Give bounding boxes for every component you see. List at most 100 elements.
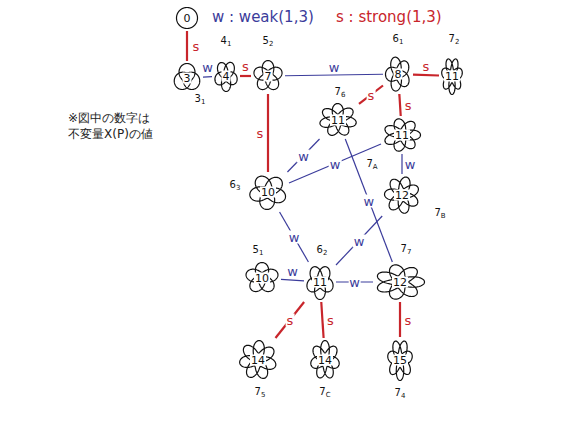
knot-curve — [385, 177, 419, 213]
knot-node: 441 — [213, 59, 239, 93]
knot-node: 331 — [172, 62, 202, 94]
relation-line — [267, 94, 269, 172]
knot-curve — [442, 59, 463, 95]
relation-line — [401, 154, 402, 174]
invariant-value: 11 — [330, 115, 346, 126]
knot-name: 31 — [195, 94, 206, 106]
legend-text: s : strong(1,3) — [336, 8, 442, 26]
knot-node: 1176 — [318, 102, 358, 138]
knot-name: 77 — [401, 244, 412, 256]
relation-label: w — [353, 234, 366, 247]
relation-label: w — [286, 265, 299, 278]
legend-text: w : weak(1,3) — [212, 8, 314, 26]
knot-name: 52 — [263, 36, 274, 48]
invariant-value: 11 — [444, 71, 460, 82]
relation-label: s — [404, 99, 413, 112]
legend-entry: w : weak(1,3) — [212, 10, 314, 25]
knot-curve — [246, 263, 278, 292]
relation-label: w — [201, 60, 214, 73]
relation-line — [281, 279, 304, 281]
relation-label: w — [329, 157, 342, 170]
invariant-value: 10 — [260, 187, 276, 198]
relation-line — [413, 73, 439, 76]
knot-name: 51 — [253, 245, 264, 257]
knot-name: 7C — [319, 387, 330, 399]
knot-name: 62 — [317, 245, 328, 257]
knot-curve — [215, 62, 237, 91]
knot-name: 74 — [395, 388, 406, 400]
invariant-value: 15 — [392, 355, 408, 366]
relation-line — [275, 302, 304, 338]
relation-line — [289, 144, 381, 183]
knot-curve — [386, 57, 410, 91]
relation-line — [399, 94, 400, 116]
invariant-value: 3 — [183, 73, 192, 84]
knot-curve — [320, 104, 356, 136]
invariant-value: 12 — [392, 277, 408, 288]
knot-name: 75 — [255, 387, 266, 399]
knot-node: 861 — [384, 55, 412, 93]
relation-label: w — [297, 149, 310, 162]
knot-name: 72 — [449, 34, 460, 46]
invariant-value: 14 — [250, 355, 266, 366]
relation-line — [280, 212, 309, 262]
knot-node: 117A — [382, 117, 422, 153]
invariant-value: 11 — [312, 277, 328, 288]
knot-curve — [385, 119, 421, 151]
knot-node: 1574 — [386, 338, 414, 382]
invariant-value: 0 — [183, 13, 192, 24]
legend-entry: s : strong(1,3) — [336, 10, 442, 25]
relation-label: s — [285, 314, 294, 327]
relation-line — [399, 302, 401, 337]
knot-node: 1475 — [238, 339, 278, 381]
invariant-value: 7 — [264, 71, 273, 82]
invariant-value: 4 — [222, 71, 231, 82]
relation-label: s — [192, 40, 201, 53]
relation-label: w — [362, 194, 375, 207]
relation-line — [345, 139, 392, 262]
knot-curve — [254, 61, 282, 90]
knot-curve — [311, 341, 339, 378]
knot-curve — [240, 341, 276, 379]
relation-label: w — [404, 158, 417, 171]
relation-label: w — [328, 60, 341, 73]
knot-curve — [388, 341, 413, 380]
relation-label: s — [404, 313, 413, 326]
relation-line — [336, 216, 382, 265]
knot-node: 147C — [309, 339, 341, 381]
relation-line — [186, 31, 188, 61]
knot-curve — [377, 265, 424, 299]
knot-node: 1063 — [248, 173, 288, 211]
knot-node: 0 — [175, 6, 199, 30]
relation-line — [203, 76, 212, 78]
relation-label: s — [256, 127, 265, 140]
knot-curve — [250, 176, 286, 209]
relation-label: s — [326, 314, 335, 327]
invariant-value: 11 — [394, 130, 410, 141]
knot-node: 752 — [252, 59, 284, 93]
invariant-value: 8 — [394, 69, 403, 80]
note-text: ※図中の数字は 不変量X(P)の値 — [68, 110, 160, 142]
invariant-value: 14 — [317, 355, 333, 366]
relation-label: s — [367, 88, 376, 101]
knot-node: 127B — [383, 175, 421, 215]
relation-line — [287, 139, 319, 172]
relation-label: s — [241, 60, 250, 73]
knot-node: 1172 — [440, 56, 464, 96]
invariant-value: 12 — [394, 190, 410, 201]
relation-label: w — [288, 231, 301, 244]
relation-line — [321, 302, 323, 338]
relation-line — [240, 75, 251, 77]
knot-name: 63 — [230, 180, 241, 192]
knot-name: 61 — [393, 34, 404, 46]
relation-label: s — [422, 60, 431, 73]
knot-name: 7A — [366, 159, 377, 171]
knot-name: 76 — [335, 87, 346, 99]
knot-curve — [307, 267, 333, 300]
relation-line — [359, 86, 383, 104]
knot-node: 1051 — [244, 261, 280, 295]
knot-node: 1162 — [305, 263, 335, 301]
knot-name: 41 — [221, 36, 232, 48]
